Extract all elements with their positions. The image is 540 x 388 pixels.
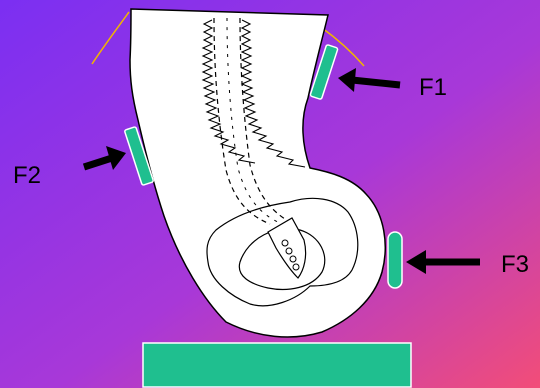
support-base [143,343,411,387]
force-label-f3: F3 [501,253,529,277]
force-label-f2: F2 [13,164,41,188]
force-label-f1: F1 [419,76,447,100]
pressure-pad-f3 [388,232,402,288]
